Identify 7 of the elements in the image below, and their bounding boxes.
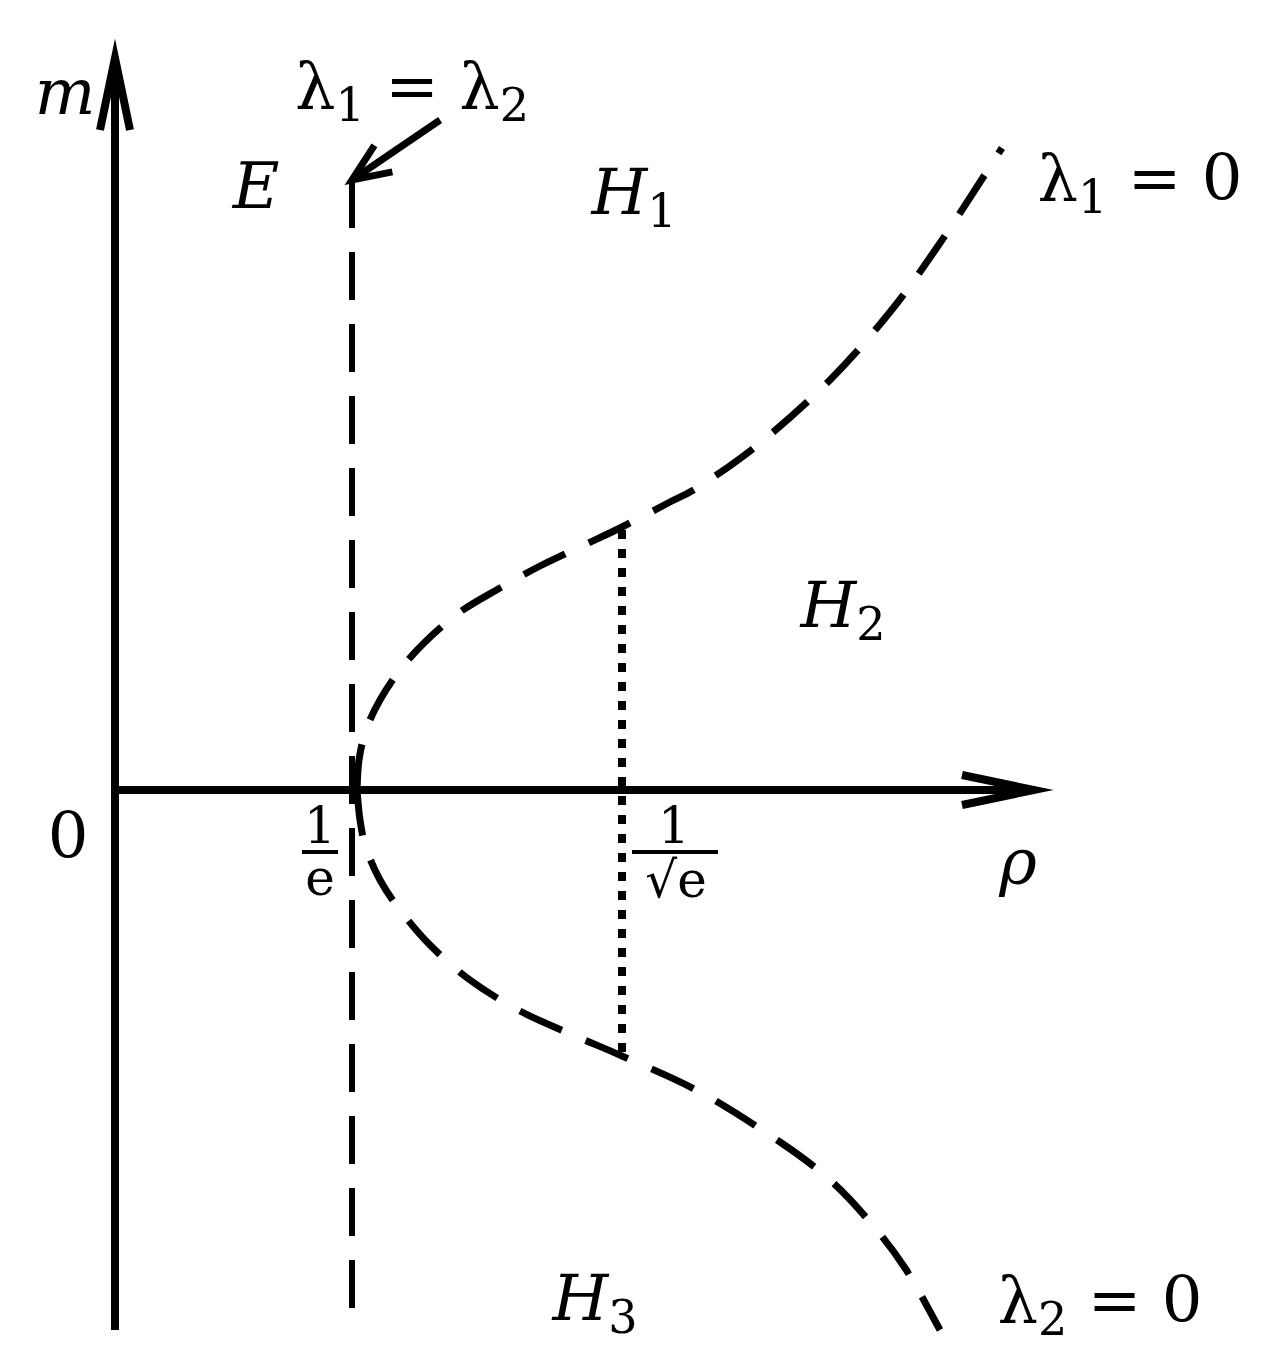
region-label: E [232, 154, 280, 218]
fraction-numerator: 1 [658, 801, 690, 851]
fraction-denominator: √e [645, 855, 707, 905]
axis-label: m [34, 60, 96, 124]
origin-label: 0 [47, 804, 89, 868]
fraction-denominator: e [305, 853, 335, 903]
fraction-numerator: 1 [304, 801, 336, 851]
